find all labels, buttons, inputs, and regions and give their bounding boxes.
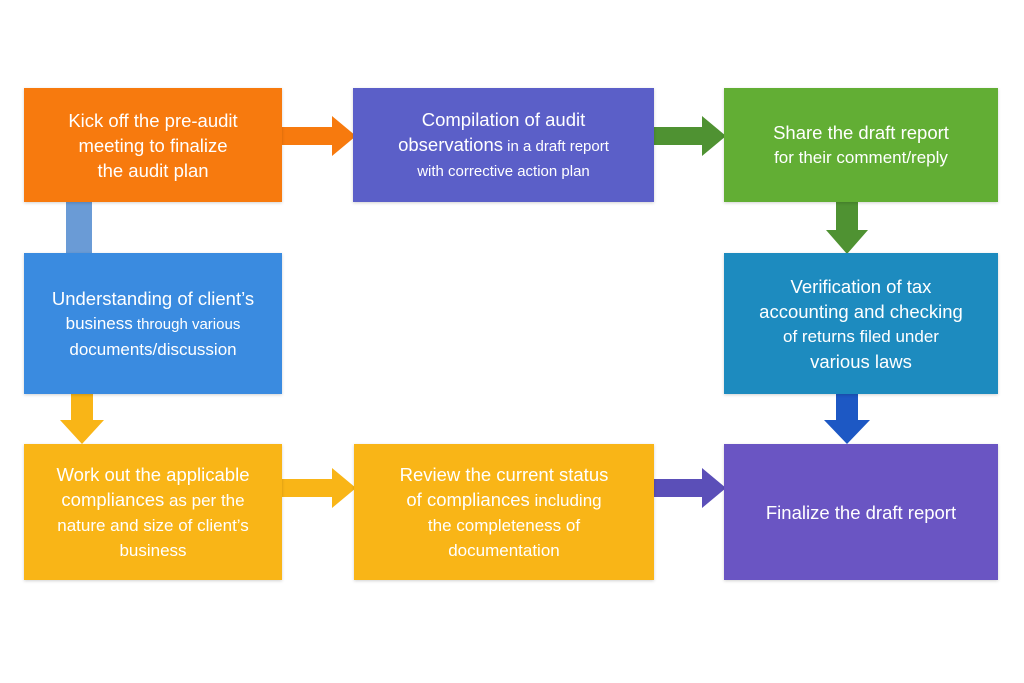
step-text-fragment: business — [65, 313, 133, 333]
step-text-line: various laws — [810, 350, 912, 372]
arrow-shape — [282, 468, 356, 508]
step-text-fragment: including — [529, 490, 602, 510]
step-text-fragment: compliances — [61, 488, 165, 510]
step-text-line: the audit plan — [97, 159, 209, 181]
step-text-line: documents/discussion — [69, 339, 237, 359]
step-text-line: the completeness of — [427, 515, 581, 535]
step-text-line: Share the draft report — [773, 122, 949, 143]
arrow-share-to-verification — [826, 200, 868, 256]
arrow-verification-to-finalize — [824, 392, 870, 446]
arrow-shape — [652, 116, 726, 156]
arrow-work-out-to-review — [282, 468, 358, 508]
step-text-line: Verification of tax — [790, 275, 932, 297]
arrow-shape — [280, 116, 356, 156]
arrow-review-to-finalize — [652, 468, 728, 508]
step-text-fragment: in a draft report — [503, 137, 609, 155]
step-text-line: meeting to finalize — [78, 134, 228, 156]
step-text-line: of returns filed under — [783, 326, 939, 346]
connector-shape — [66, 200, 92, 256]
step-text-fragment: as per the — [164, 490, 245, 510]
arrow-understanding-to-work-out — [60, 392, 104, 446]
connector-kickoff-to-understanding — [66, 200, 92, 256]
step-text-line: business through various — [52, 311, 254, 337]
step-text-fragment: of compliances — [406, 488, 530, 510]
step-text: Share the draft report for their comment/… — [773, 120, 949, 170]
step-text-line: Understanding of client’s — [51, 287, 255, 309]
step-finalize: Finalize the draft report — [724, 444, 998, 580]
arrow-compilation-to-share — [652, 116, 728, 156]
step-text-line: accounting and checking — [759, 300, 963, 322]
step-text-line: Finalize the draft report — [765, 501, 957, 523]
step-text: Verification of tax accounting and checki… — [759, 274, 963, 374]
step-text: Kick off the pre-audit meeting to finaliz… — [68, 108, 237, 183]
step-kickoff: Kick off the pre-audit meeting to finaliz… — [24, 88, 282, 202]
step-text-line: of compliances including — [400, 487, 609, 513]
step-text-line: Work out the applicable — [56, 463, 250, 485]
step-text-fragment: observations — [398, 133, 503, 155]
step-text-line: Kick off the pre-audit — [68, 109, 238, 131]
step-share: Share the draft report for their comment/… — [724, 88, 998, 202]
step-text-line: for their comment/reply — [774, 148, 948, 167]
step-text-line: observations in a draft report — [398, 132, 609, 159]
arrow-kickoff-to-compilation — [280, 116, 358, 156]
step-text-line: Compilation of audit — [421, 108, 586, 130]
step-text-fragment: through various — [132, 315, 241, 333]
step-text-line: nature and size of client’s — [57, 515, 249, 535]
arrow-shape — [824, 392, 870, 444]
step-text-line: Review the current status — [399, 463, 609, 485]
step-text-line: with corrective action plan — [417, 162, 590, 180]
step-text-line: compliances as per the — [57, 487, 250, 513]
step-verification: Verification of tax accounting and checki… — [724, 253, 998, 394]
arrow-shape — [652, 468, 726, 508]
step-text-line: business — [119, 540, 187, 560]
step-text: Finalize the draft report — [766, 500, 956, 525]
step-text-line: documentation — [448, 540, 560, 560]
arrow-shape — [826, 200, 868, 254]
arrow-shape — [60, 392, 104, 444]
